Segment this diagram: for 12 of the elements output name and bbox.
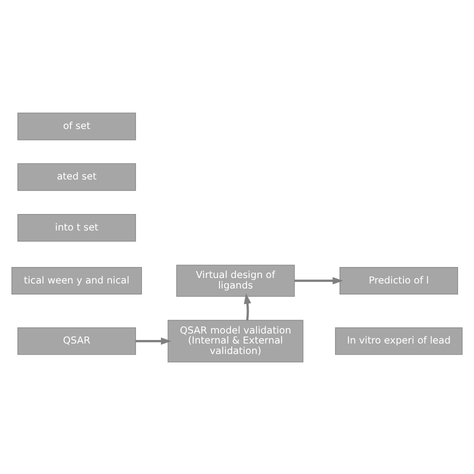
arrow xyxy=(244,292,252,320)
node-box: into t set xyxy=(17,214,136,242)
node-box: QSAR model validation (Internal & External validation) xyxy=(168,319,304,362)
node-box: Predictio of l xyxy=(340,266,458,294)
node-box: of set xyxy=(17,112,136,140)
arrow xyxy=(294,276,344,284)
node-box: tical ween y and nical xyxy=(11,266,142,294)
node-box: QSAR xyxy=(17,326,136,354)
node-box: Virtual design of ligands xyxy=(176,264,295,296)
node-box: In vitro experi of lead xyxy=(335,326,463,354)
node-box: ated set xyxy=(17,162,136,190)
arrow xyxy=(136,336,172,344)
